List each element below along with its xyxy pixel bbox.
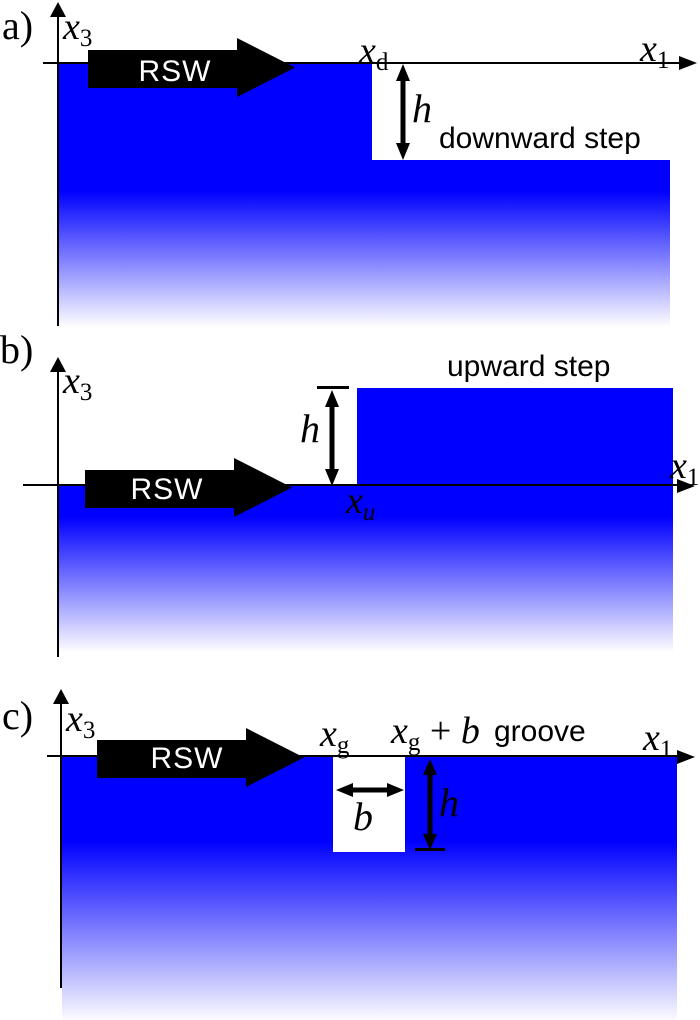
panel-c-groove-end-label: xg + b — [391, 710, 480, 756]
panel-c-x3-axis-label: x3 — [66, 698, 96, 744]
panel-b-x3-axis-arrowhead-icon — [50, 357, 66, 372]
panel-b-height-label: h — [300, 406, 320, 451]
panel-c-width-label: b — [353, 794, 373, 839]
panel-a-x3-axis-arrowhead-icon — [50, 2, 66, 17]
panel-c-rsw-label: RSW — [150, 742, 224, 775]
panel-a-rsw-label: RSW — [138, 55, 212, 88]
panel-a-material-halfspace — [58, 63, 670, 330]
panel-c-x1-axis-arrowhead-icon — [677, 750, 695, 764]
panel-b-material-halfspace — [58, 486, 673, 658]
panel-b-x1-axis-arrowhead-icon — [677, 479, 695, 493]
panel-a-step-position-label: xd — [359, 30, 389, 76]
panel-b-caption: upward step — [447, 350, 611, 383]
panel-c-depth-dimension-arrow-icon — [423, 759, 437, 850]
panel-b-rsw-arrow-icon — [85, 458, 292, 517]
panel-c-tag: c) — [2, 693, 34, 738]
panel-b-step-position-label: xu — [346, 480, 376, 526]
panel-b-height-top-tick — [317, 386, 349, 389]
panel-b-raised-block — [357, 388, 673, 486]
panel-b-x3-axis-label: x3 — [63, 360, 93, 406]
panel-b-rsw-label: RSW — [130, 473, 204, 506]
panel-c-x1-axis-line — [47, 755, 680, 757]
panel-b-x3-axis-line — [57, 369, 59, 657]
panel-a-height-dimension-arrow-icon — [396, 64, 410, 160]
panel-c-caption: groove — [494, 715, 586, 748]
panel-b-x1-axis-label: x1 — [670, 445, 700, 491]
panel-c-x3-axis-arrowhead-icon — [53, 689, 69, 704]
panel-b-height-dimension-arrow-icon — [325, 390, 339, 486]
panel-a-tag: a) — [2, 3, 34, 48]
panel-c-width-dimension-arrow-icon — [336, 783, 404, 797]
panel-c-x1-axis-label: x1 — [643, 717, 673, 763]
panel-a-caption: downward step — [439, 122, 641, 155]
panel-a-x1-axis-label: x1 — [640, 28, 670, 74]
panel-a-x1-axis-line — [43, 62, 683, 64]
panel-b-tag: b) — [0, 327, 34, 372]
panel-a-x3-axis-label: x3 — [63, 6, 93, 52]
panel-c-depth-bottom-tick — [415, 848, 445, 851]
panel-c-groove-start-label: xg — [320, 713, 350, 759]
panel-c-rsw-arrow-icon — [97, 728, 304, 787]
panel-a-x3-axis-line — [57, 14, 59, 326]
panel-a-x1-axis-arrowhead-icon — [679, 56, 697, 70]
panel-c-x3-axis-line — [60, 701, 62, 988]
panel-c-depth-label: h — [439, 780, 459, 825]
panel-a-height-label: h — [412, 86, 432, 131]
panel-b-x1-axis-line — [23, 484, 678, 486]
panel-a-rsw-arrow-icon — [88, 38, 295, 97]
